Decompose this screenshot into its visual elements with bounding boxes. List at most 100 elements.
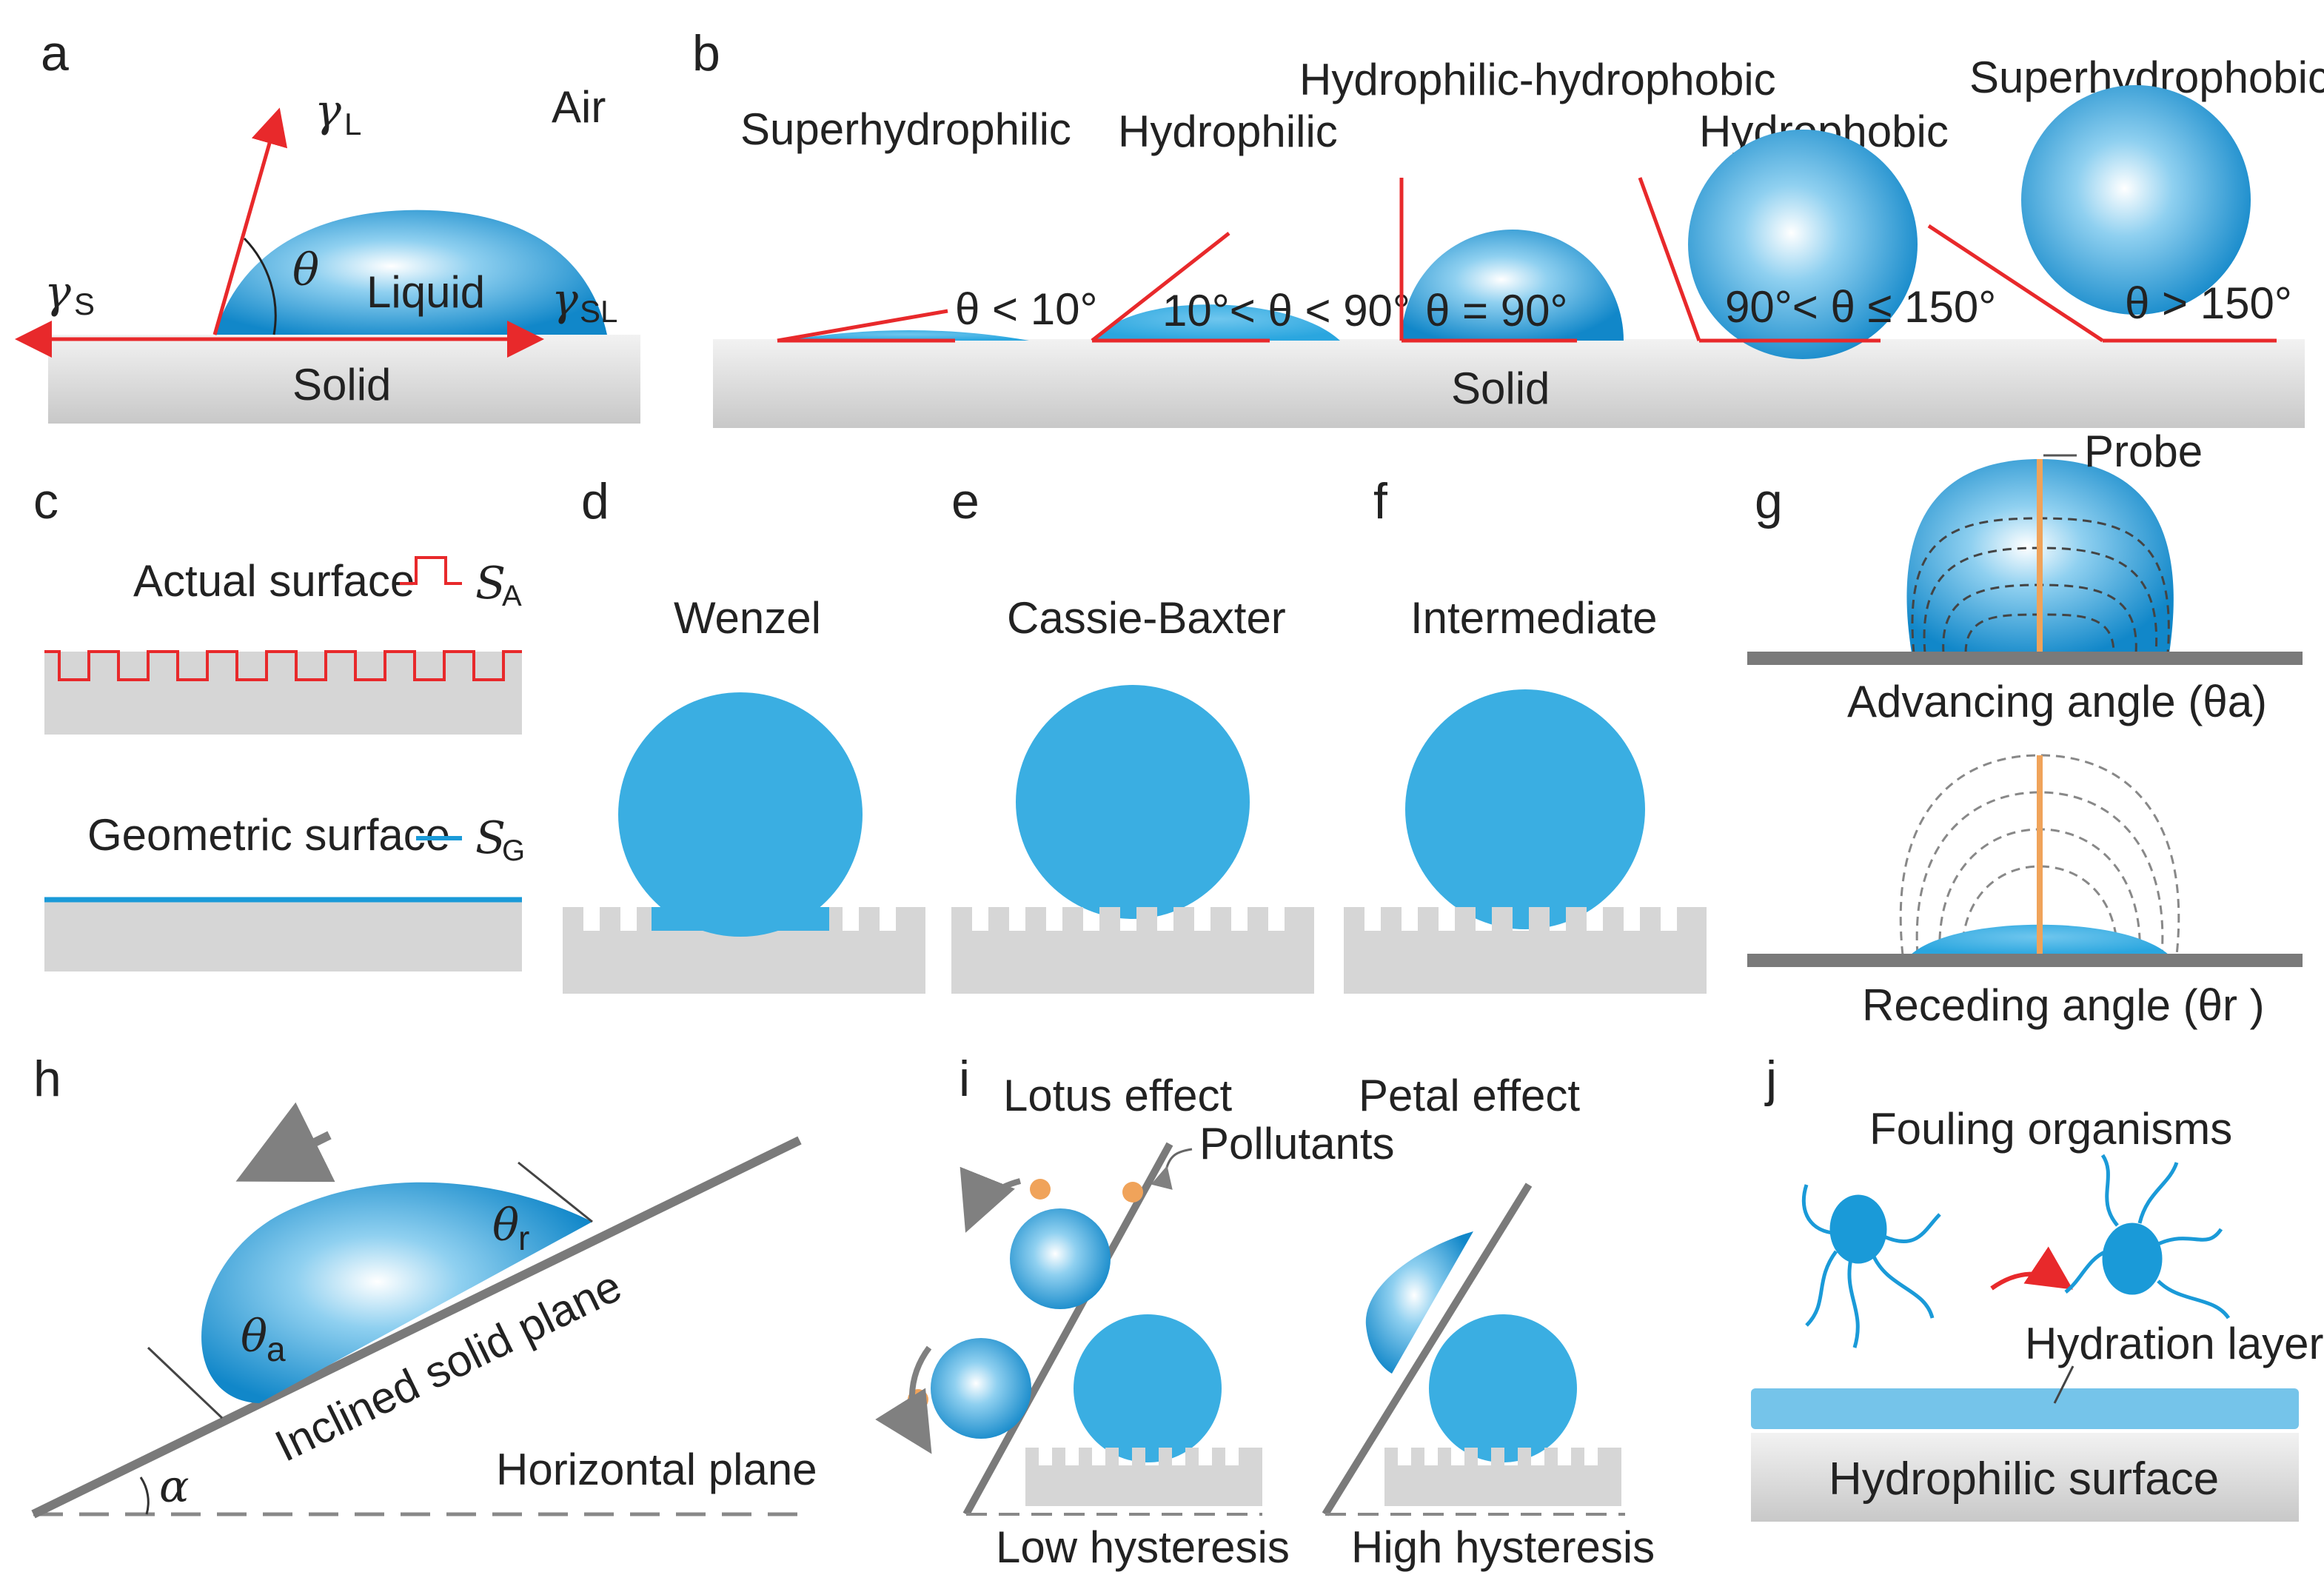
panel-a: a Solid Liquid Air θ γ L γ S γ SL bbox=[15, 25, 640, 424]
hydrophilic-label: Hydrophilic bbox=[1118, 107, 1338, 156]
condition-5: θ > 150° bbox=[2125, 278, 2292, 328]
theta-label: θ bbox=[292, 244, 319, 296]
panel-letter-f: f bbox=[1373, 473, 1387, 529]
gamma-s-subscript: S bbox=[74, 287, 95, 321]
petal-incline bbox=[1322, 1183, 1533, 1516]
tangent-2 bbox=[1091, 232, 1230, 342]
panel-letter-c: c bbox=[33, 473, 58, 529]
probe-label: Probe bbox=[2084, 427, 2203, 476]
hydration-layer-label: Hydration layer bbox=[2025, 1319, 2324, 1368]
petal-effect-title: Petal effect bbox=[1359, 1071, 1580, 1120]
advancing-tangent bbox=[147, 1346, 224, 1419]
air-label: Air bbox=[552, 82, 606, 132]
alpha-arc bbox=[139, 1476, 150, 1515]
intermediate-droplet bbox=[1405, 689, 1645, 929]
theta-r-symbol: θ bbox=[492, 1200, 519, 1251]
pollutants-leader bbox=[1151, 1148, 1193, 1190]
fouling-organism-right bbox=[2064, 1154, 2231, 1320]
droplet-hydrophobic bbox=[1688, 130, 1918, 359]
tangent-1 bbox=[777, 309, 948, 343]
condition-4: 90°< θ ≤ 150° bbox=[1725, 282, 1996, 332]
panel-letter-h: h bbox=[33, 1051, 61, 1107]
settlement-arrow bbox=[1990, 1246, 2073, 1291]
pollutants-label: Pollutants bbox=[1199, 1119, 1395, 1168]
theta-r-subscript: r bbox=[518, 1219, 529, 1257]
hydration-layer bbox=[1751, 1388, 2299, 1429]
wenzel-title: Wenzel bbox=[674, 593, 821, 643]
panel-letter-i: i bbox=[959, 1051, 970, 1107]
panel-g: g Probe Advancing angle (θa) Receding an… bbox=[1747, 427, 2303, 1030]
actual-surface-profile bbox=[44, 650, 522, 681]
lotus-substrate bbox=[1025, 1448, 1262, 1506]
pollutant-particle bbox=[1030, 1179, 1051, 1200]
hydrophilic-substrate bbox=[1751, 1433, 2299, 1522]
receding-label: Receding angle (θr ) bbox=[1862, 980, 2265, 1030]
panel-letter-g: g bbox=[1755, 473, 1783, 529]
panel-c: c Actual surface S A Geometric surface S… bbox=[33, 473, 525, 971]
pollutant-particle bbox=[1122, 1182, 1143, 1203]
sa-subscript: A bbox=[502, 580, 522, 612]
wenzel-droplet bbox=[618, 692, 863, 937]
sliding-droplet bbox=[201, 1182, 592, 1403]
rolling-arrow-upper bbox=[960, 1166, 1022, 1233]
actual-surface-legend bbox=[400, 556, 462, 585]
receding-substrate bbox=[1747, 954, 2303, 967]
panel-letter-b: b bbox=[692, 25, 720, 81]
gamma-s-symbol: γ bbox=[44, 267, 71, 318]
droplet bbox=[215, 210, 607, 335]
condition-3: θ = 90° bbox=[1425, 286, 1567, 335]
flat-substrate bbox=[44, 897, 522, 971]
gamma-sl-symbol: γ bbox=[552, 274, 578, 326]
low-hysteresis-label: Low hysteresis bbox=[996, 1522, 1290, 1572]
gamma-l-arrow bbox=[212, 107, 288, 335]
advancing-substrate bbox=[1747, 652, 2303, 665]
panel-letter-a: a bbox=[41, 25, 69, 81]
intermediate-title: Intermediate bbox=[1410, 593, 1658, 643]
hydrophilic-hydrophobic-label: Hydrophilic-hydrophobic bbox=[1299, 55, 1776, 104]
panel-d: d Wenzel bbox=[563, 473, 925, 994]
panel-j: j Fouling organisms Hyd bbox=[1751, 1051, 2324, 1522]
droplet-intermediate bbox=[1402, 230, 1624, 341]
gamma-l-subscript: L bbox=[344, 107, 361, 141]
lotus-effect-title: Lotus effect bbox=[1003, 1071, 1232, 1120]
tangent-5 bbox=[1927, 224, 2104, 343]
panel-i: i Lotus effect Petal effect Pollutants L… bbox=[875, 1051, 1655, 1572]
hydration-leader bbox=[2053, 1365, 2074, 1404]
inclined-plane bbox=[31, 1136, 802, 1519]
advancing-label: Advancing angle (θa) bbox=[1847, 677, 2267, 726]
theta-a-symbol: θ bbox=[241, 1311, 267, 1362]
panel-f: f Intermediate bbox=[1344, 473, 1707, 994]
solid-label: Solid bbox=[292, 360, 391, 409]
sg-symbol: S bbox=[475, 812, 506, 864]
receding-tangent bbox=[518, 1161, 593, 1223]
droplet-superhydrophilic bbox=[785, 330, 1029, 341]
superhydrophilic-label: Superhydrophilic bbox=[740, 104, 1071, 154]
liquid-label: Liquid bbox=[366, 267, 485, 317]
actual-surface-label: Actual surface bbox=[133, 556, 415, 606]
tangent-4 bbox=[1638, 177, 1701, 341]
petal-substrate bbox=[1384, 1448, 1621, 1506]
sliding-direction-arrow bbox=[235, 1102, 335, 1183]
panel-e: e Cassie-Baxter bbox=[951, 473, 1314, 994]
fouling-organisms-label: Fouling organisms bbox=[1869, 1104, 2232, 1154]
horizontal-plane-label: Horizontal plane bbox=[496, 1445, 817, 1494]
sa-symbol: S bbox=[475, 558, 506, 609]
gamma-sl-subscript: SL bbox=[580, 294, 617, 329]
panel-b: b Solid Superhydrophilic Hydrophilic Hyd… bbox=[692, 25, 2324, 428]
panel-letter-e: e bbox=[951, 473, 980, 529]
cassie-baxter-title: Cassie-Baxter bbox=[1007, 593, 1286, 643]
high-hysteresis-label: High hysteresis bbox=[1351, 1522, 1655, 1572]
solid-label: Solid bbox=[1451, 364, 1550, 413]
wenzel-groove-fill bbox=[652, 907, 829, 931]
droplet-superhydrophobic bbox=[2021, 85, 2251, 315]
lotus-droplet-static bbox=[1074, 1314, 1222, 1462]
geometric-surface-label: Geometric surface bbox=[87, 810, 450, 860]
panel-letter-d: d bbox=[581, 473, 609, 529]
gamma-l-symbol: γ bbox=[315, 85, 341, 137]
lotus-incline bbox=[962, 1142, 1173, 1516]
sg-subscript: G bbox=[502, 835, 525, 867]
petal-pinned-droplet bbox=[1365, 1231, 1473, 1374]
fouling-organism-left bbox=[1801, 1184, 1941, 1348]
theta-a-subscript: a bbox=[267, 1330, 286, 1368]
